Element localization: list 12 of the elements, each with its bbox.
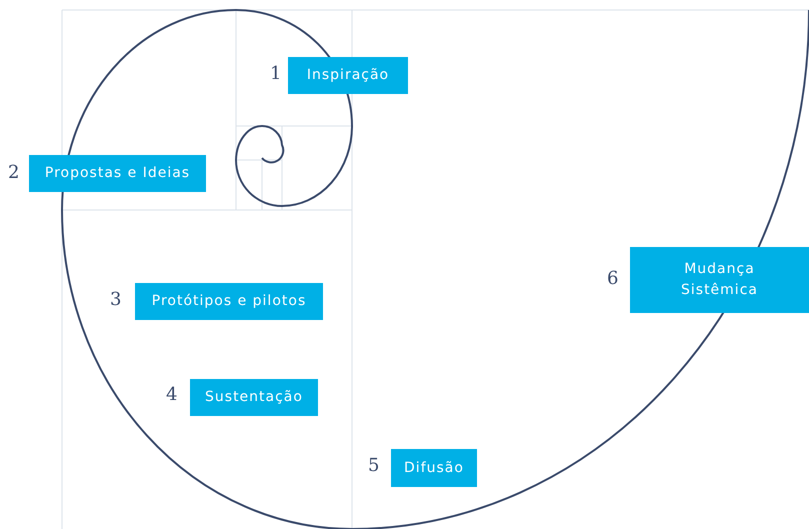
step-number: 3 xyxy=(110,289,122,310)
stage-box: Sustentação xyxy=(190,379,318,416)
stage-box: Protótipos e pilotos xyxy=(135,283,323,320)
step-number: 5 xyxy=(368,455,380,476)
stage-box: Difusão xyxy=(391,449,477,487)
stage-box: Mudança Sistêmica xyxy=(630,247,809,313)
stage-box: Inspiração xyxy=(288,57,408,94)
stage-box: Propostas e Ideias xyxy=(29,155,206,192)
step-number: 1 xyxy=(270,63,282,84)
step-number: 4 xyxy=(166,384,178,405)
step-number: 6 xyxy=(607,268,618,289)
step-number: 2 xyxy=(8,162,20,183)
